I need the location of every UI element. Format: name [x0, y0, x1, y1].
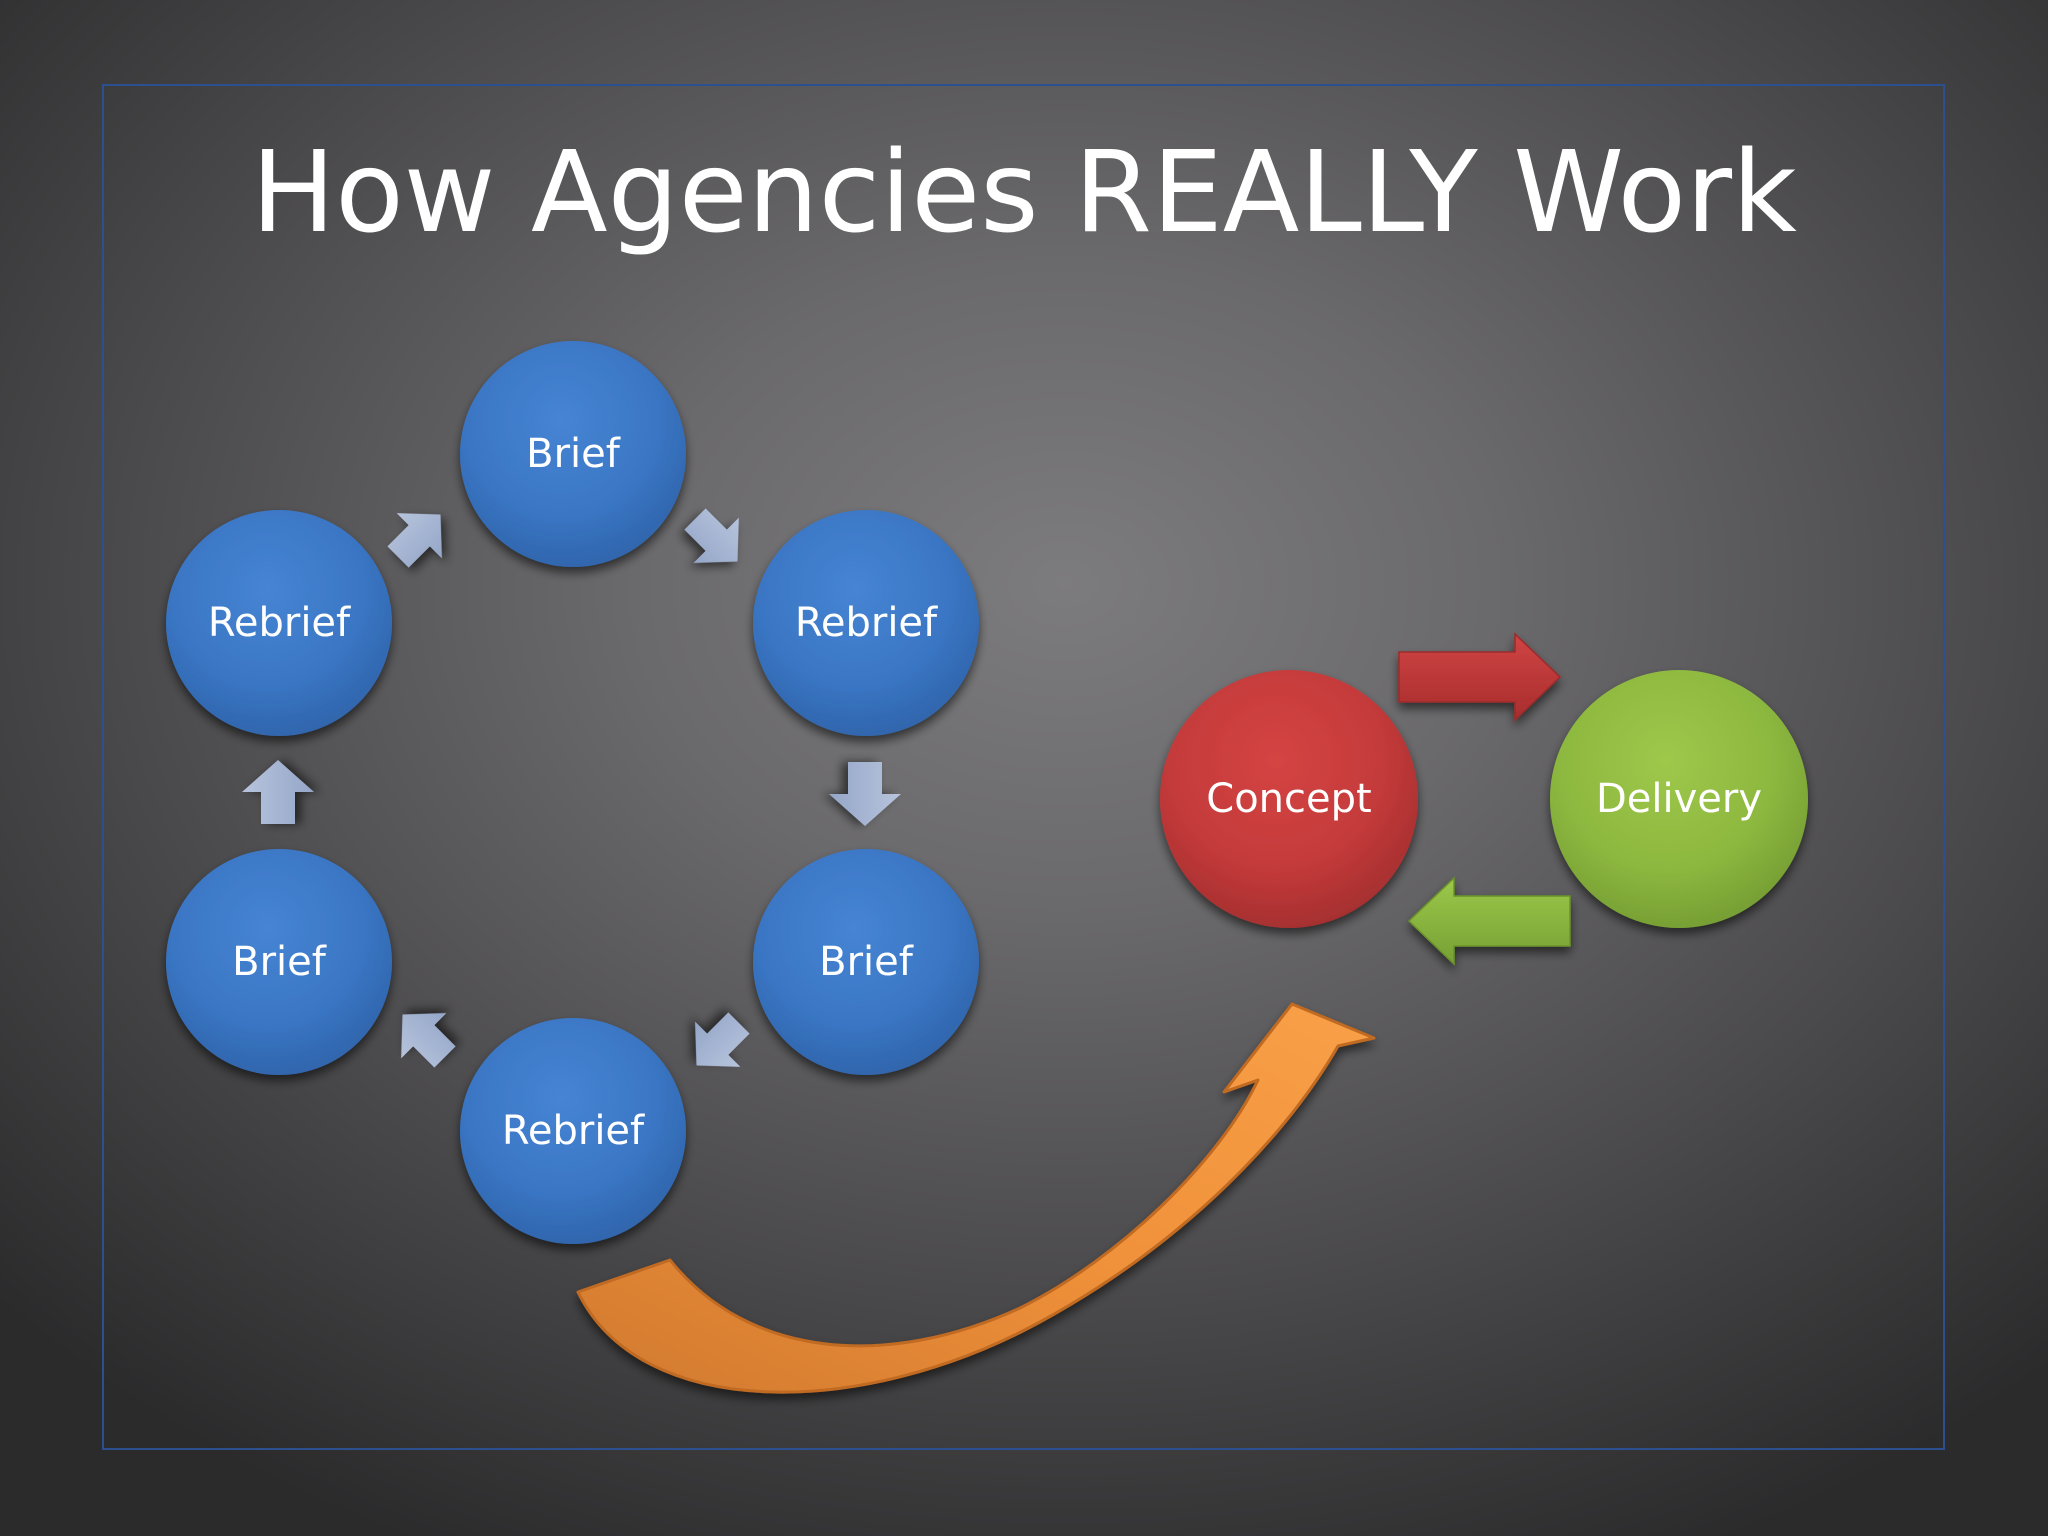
cycle-arrow-lowerleft-to-upperleft	[242, 760, 314, 824]
cycle-arrow-top-to-upperright	[684, 508, 739, 563]
concept-label: Concept	[1206, 776, 1371, 822]
cycle-arrow-upperright-to-lowerright	[829, 762, 901, 826]
cycle-node-upper-right: Rebrief	[753, 510, 979, 736]
cycle-node-label: Brief	[526, 431, 621, 477]
delivery-node: Delivery	[1550, 670, 1808, 928]
escape-arrow	[576, 1002, 1376, 1394]
cycle-node-upper-left: Rebrief	[166, 510, 392, 736]
cycle-node-label: Rebrief	[795, 600, 938, 646]
cycle-node-label: Brief	[232, 939, 327, 985]
delivery-label: Delivery	[1596, 776, 1762, 822]
cycle-node-lower-right: Brief	[753, 849, 979, 1075]
cycle-node-label: Brief	[819, 939, 914, 985]
cycle-arrow-bottom-to-lowerleft	[401, 1013, 456, 1068]
cycle-arrow-lowerright-to-bottom	[695, 1012, 750, 1067]
cycle-arrow-upperleft-to-top	[387, 513, 442, 568]
cycle-node-label: Rebrief	[208, 600, 351, 646]
cycle-node-bottom: Rebrief	[460, 1018, 686, 1244]
delivery-to-concept-arrow	[1407, 876, 1571, 966]
cycle-node-lower-left: Brief	[166, 849, 392, 1075]
slide-frame	[102, 84, 1945, 1450]
cycle-node-label: Rebrief	[502, 1108, 645, 1154]
slide-title: How Agencies REALLY Work	[251, 128, 1797, 258]
concept-to-delivery-arrow	[1398, 632, 1562, 722]
cycle-node-top: Brief	[460, 341, 686, 567]
concept-node: Concept	[1160, 670, 1418, 928]
